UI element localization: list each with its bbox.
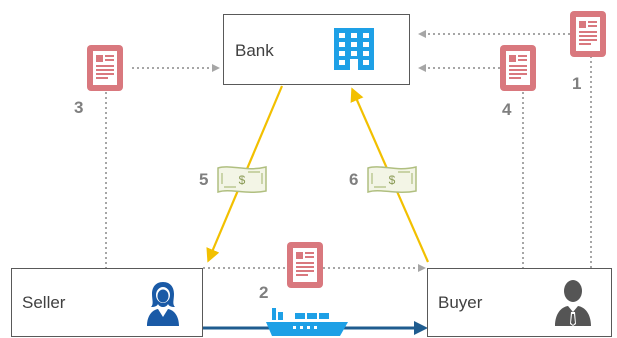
document-icon	[500, 45, 536, 91]
bank-label: Bank	[235, 41, 274, 60]
seller-person-icon	[147, 282, 179, 326]
buyer-person-icon	[555, 280, 591, 326]
step-number-3: 3	[74, 98, 84, 117]
seller-label: Seller	[22, 293, 66, 312]
step-number-5: 5	[199, 170, 209, 189]
svg-text:$: $	[239, 173, 246, 187]
document-icon	[287, 242, 323, 288]
bank-building-icon	[334, 28, 374, 70]
document-icon	[87, 45, 123, 91]
cargo-ship-icon	[266, 308, 348, 336]
step-number-2: 2	[259, 283, 269, 302]
money-bill-icon: $	[217, 166, 267, 194]
buyer-node: Buyer	[427, 268, 612, 337]
step-number-6: 6	[349, 170, 359, 189]
step-number-1: 1	[572, 74, 582, 93]
seller-node: Seller	[11, 268, 203, 337]
document-icon	[570, 11, 606, 57]
bank-node: Bank	[223, 14, 410, 85]
step-number-4: 4	[502, 100, 512, 119]
money-bill-icon: $	[367, 166, 417, 194]
buyer-label: Buyer	[438, 293, 483, 312]
svg-text:$: $	[389, 173, 396, 187]
